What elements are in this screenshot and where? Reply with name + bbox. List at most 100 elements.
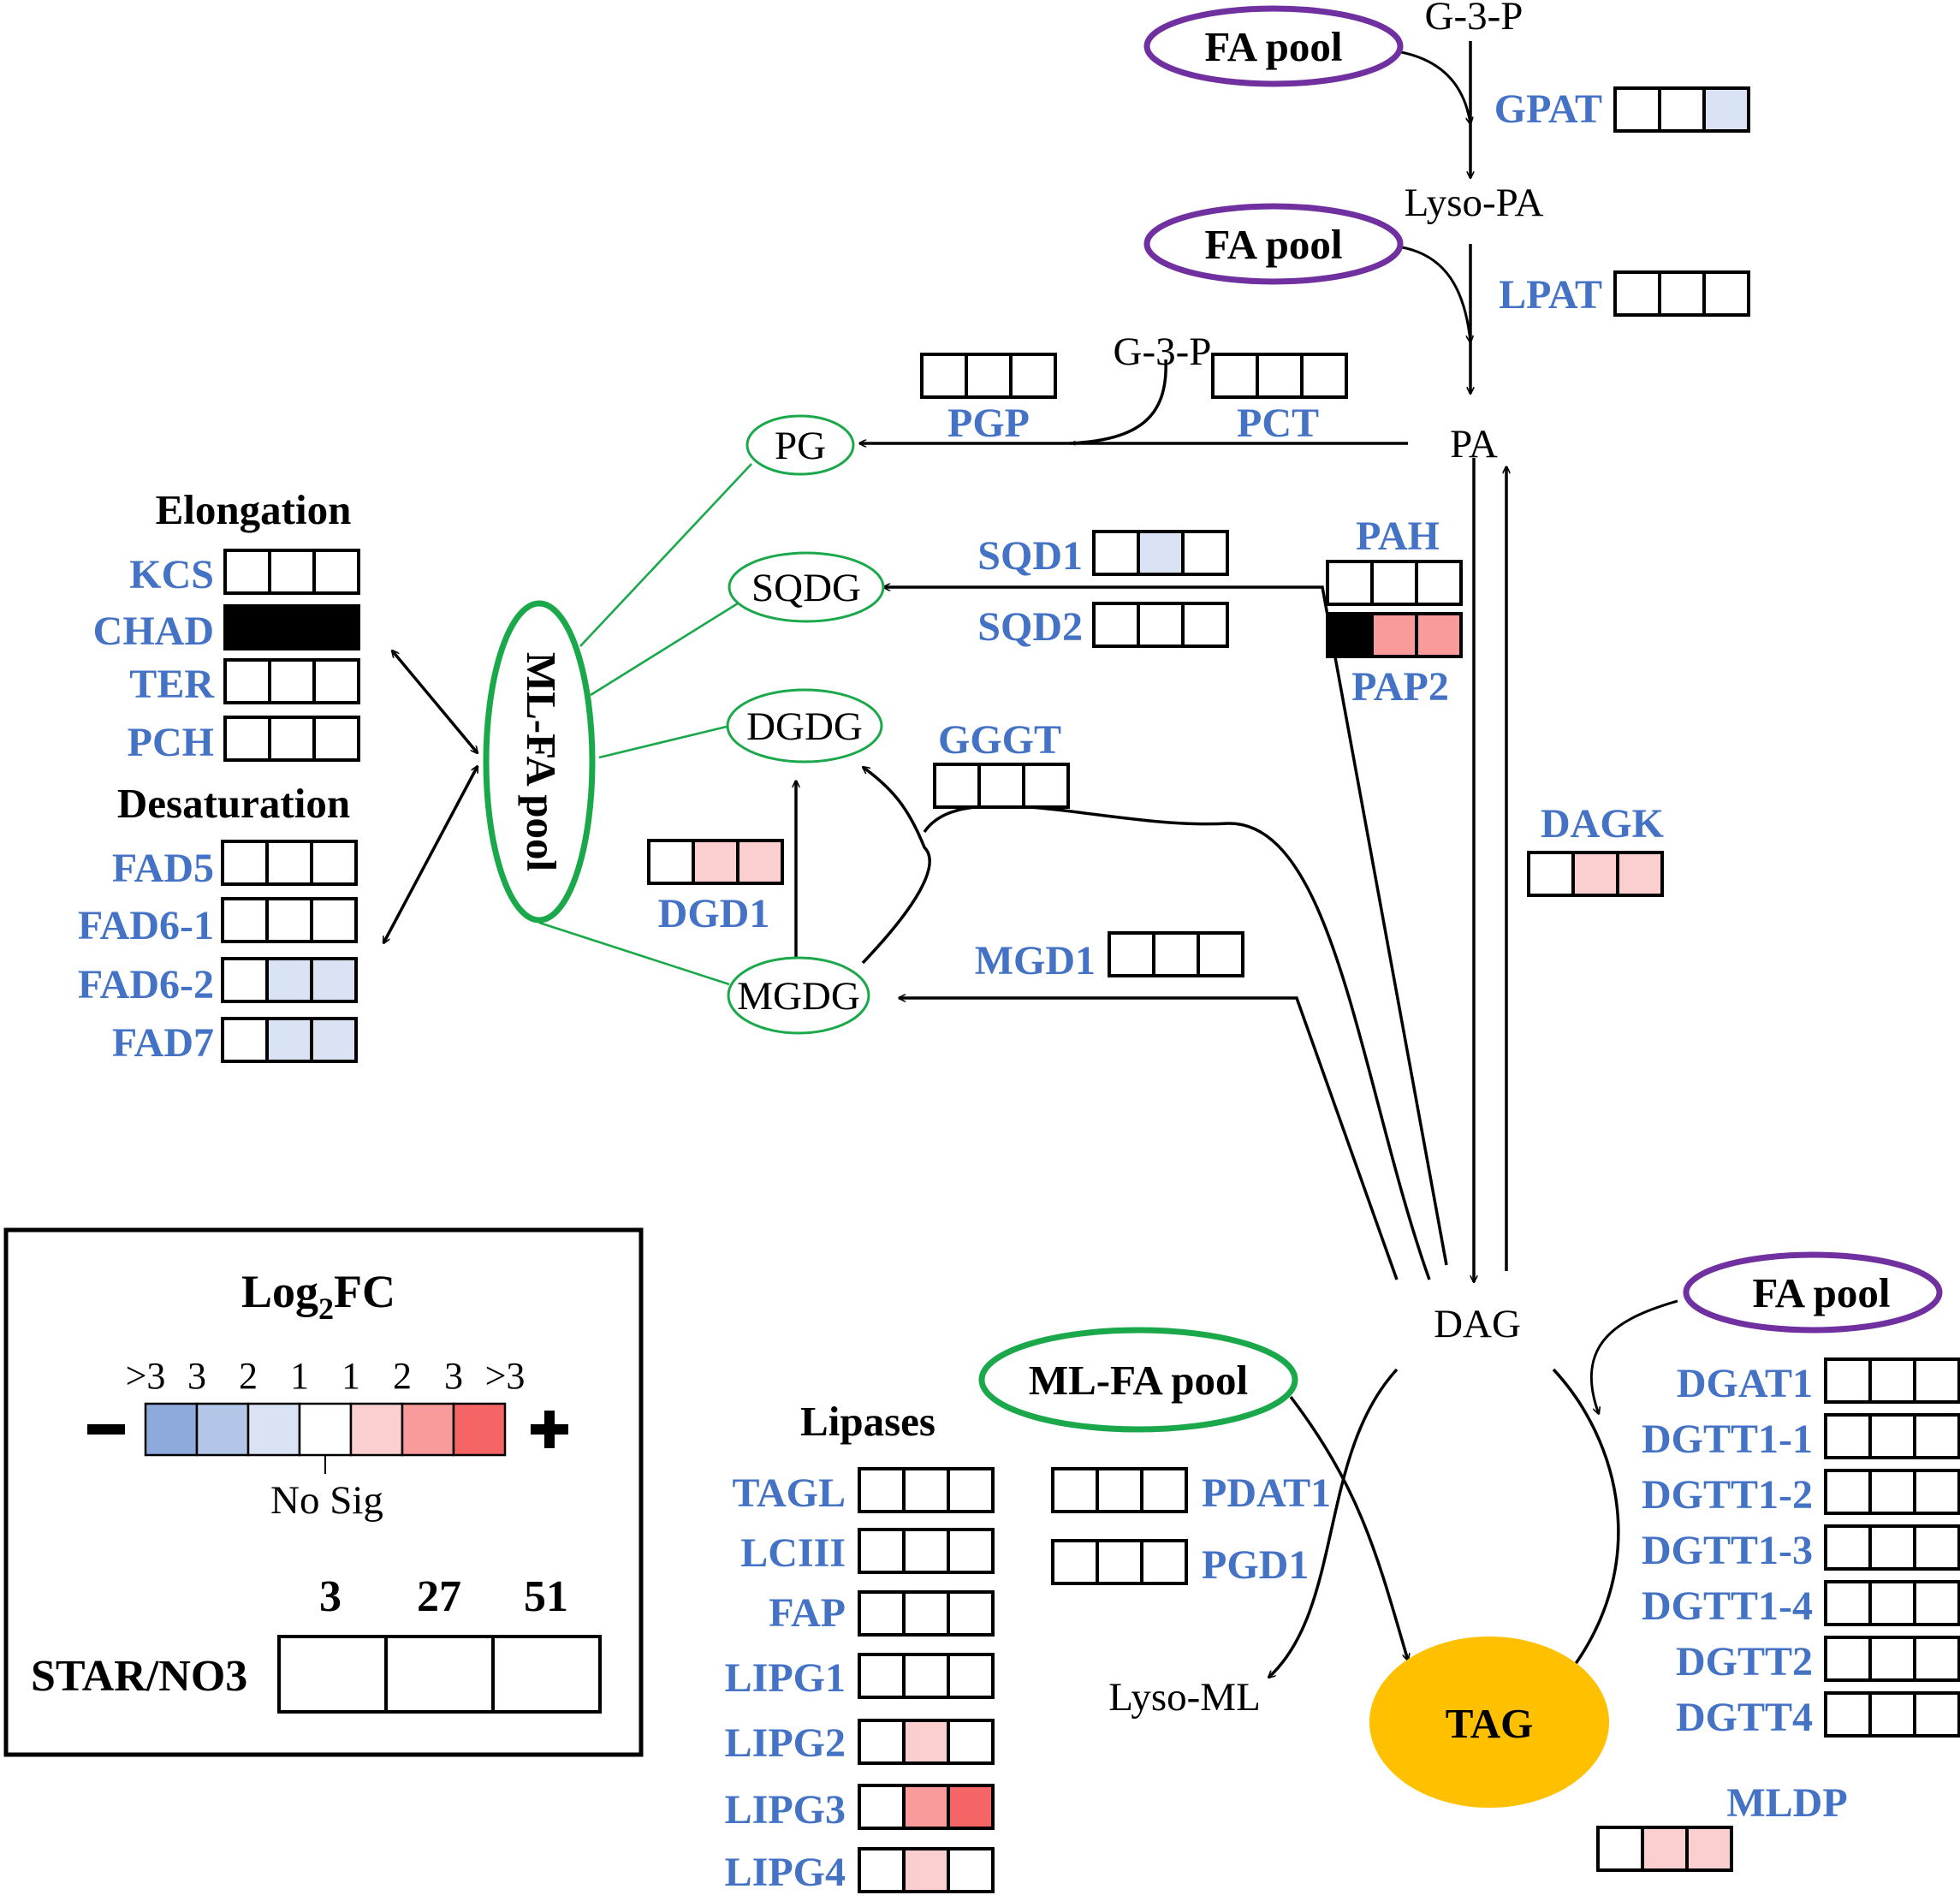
dgdg-label: DGDG <box>746 704 863 749</box>
legend-scale-bar <box>144 1402 507 1457</box>
gene-label-pdat1: PDAT1 <box>1202 1470 1331 1516</box>
heatmap-cell-dgtt2-1 <box>1824 1636 1872 1682</box>
gene-dgtt4: DGTT4 <box>1676 1691 1960 1740</box>
heatmap-cell-fad6-1-1 <box>221 897 269 943</box>
heatmap-cell-dgtt1-1-2 <box>1868 1413 1916 1459</box>
gene-dgat1: DGAT1 <box>1677 1357 1960 1406</box>
gene-pgp: PGP <box>920 353 1057 446</box>
heatmap-cell-gggt-1 <box>933 763 981 809</box>
gene-gpat: GPAT <box>1494 86 1750 133</box>
heatmap-cell-dgtt4-2 <box>1868 1691 1916 1738</box>
gene-label-pgp: PGP <box>947 401 1030 446</box>
heatmap-cell-pdat1-1 <box>1051 1467 1099 1513</box>
heatmap-cell-pct-3 <box>1300 353 1348 399</box>
heatmap-cell-pdat1-2 <box>1096 1467 1143 1513</box>
dgdg-node <box>726 688 883 763</box>
heatmap-cell-gggt-2 <box>977 763 1025 809</box>
heatmap-cell-mgd1-2 <box>1152 931 1200 977</box>
plus-icon <box>531 1411 568 1448</box>
condition-label: STAR/NO3 <box>31 1652 247 1701</box>
heatmap-cell-mgd1-3 <box>1197 931 1244 977</box>
heatmap-cell-fad7-3 <box>310 1017 358 1063</box>
gene-label-dgtt1-3: DGTT1-3 <box>1642 1528 1813 1573</box>
heatmap-cell-chad-1 <box>223 604 271 650</box>
heatmap-cell-pgd1-1 <box>1051 1539 1099 1585</box>
lyso-pa-label: Lyso-PA <box>1405 181 1544 225</box>
gene-dgtt2: DGTT2 <box>1676 1636 1960 1684</box>
gene-mldp: MLDP <box>1596 1780 1848 1872</box>
heatmap-cell-mldp-1 <box>1596 1826 1644 1872</box>
heatmap-cell-pct-1 <box>1211 353 1259 399</box>
ml-fa-pool-label-1: ML-FA pool <box>518 652 565 871</box>
heatmap-cell-dgtt1-3-2 <box>1868 1524 1916 1571</box>
gene-pdat1: PDAT1 <box>1051 1467 1331 1516</box>
legend-scale-label-8: >3 <box>485 1355 526 1397</box>
heatmap-cell-pct-2 <box>1256 353 1304 399</box>
tag-node <box>1369 1637 1609 1808</box>
gene-label-lipg1: LIPG1 <box>725 1655 846 1701</box>
heatmap-cell-pgp-1 <box>920 353 968 399</box>
no-sig-label: No Sig <box>270 1478 383 1523</box>
heatmap-cell-lipg4-1 <box>858 1847 906 1893</box>
heatmap-cell-gpat-2 <box>1658 86 1706 133</box>
gene-pah: PAH <box>1326 514 1463 606</box>
gene-pch: PCH <box>128 716 360 765</box>
gene-label-dgtt1-4: DGTT1-4 <box>1642 1583 1813 1629</box>
heatmap-cell-fad6-2-1 <box>221 957 269 1003</box>
gene-lipg3: LIPG3 <box>725 1784 995 1833</box>
heatmap-cell-pch-2 <box>268 716 316 762</box>
gggt-to-dgdg-arrow <box>923 804 1431 1280</box>
gene-label-fad5: FAD5 <box>112 846 214 891</box>
heatmap-cell-lipg2-2 <box>902 1719 950 1765</box>
heatmap-cell-tagl-3 <box>947 1467 995 1513</box>
heatmap-cell-lciii-2 <box>902 1528 950 1574</box>
gene-label-dgtt2: DGTT2 <box>1676 1639 1813 1684</box>
heatmap-cell-kcs-3 <box>312 549 360 595</box>
heatmap-cell-fad7-2 <box>265 1017 313 1063</box>
gene-label-fad6-2: FAD6-2 <box>78 962 214 1007</box>
heatmap-cell-gggt-3 <box>1022 763 1070 809</box>
gene-label-fap: FAP <box>769 1590 846 1636</box>
gene-label-fad6-1: FAD6-1 <box>78 903 214 948</box>
fa-pool-label-3: FA pool <box>1752 1269 1890 1316</box>
elongation-heading: Elongation <box>156 486 352 533</box>
pg-label: PG <box>775 424 826 468</box>
lipases-heading: Lipases <box>800 1398 935 1445</box>
gene-label-lpat: LPAT <box>1499 272 1602 318</box>
heatmap-cell-dgtt4-3 <box>1913 1691 1960 1738</box>
legend-scale-label-3: 2 <box>239 1355 258 1397</box>
pathway-arrows <box>382 41 1678 1682</box>
gene-label-lipg3: LIPG3 <box>725 1787 846 1833</box>
heatmap-cell-pah-1 <box>1326 560 1374 606</box>
gene-lciii: LCIII <box>740 1528 995 1576</box>
heatmap-cell-sqd1-2 <box>1137 530 1185 576</box>
timepoint-3: 3 <box>319 1572 342 1621</box>
legend-scale-label-1: >3 <box>126 1355 166 1397</box>
heatmap-cell-pah-2 <box>1370 560 1418 606</box>
fa-pool-node-1 <box>1143 5 1404 87</box>
legend-scale-label-5: 1 <box>342 1355 360 1397</box>
heatmap-cell-dgtt1-4-2 <box>1868 1580 1916 1626</box>
elongation-exchange-arrow <box>392 650 478 753</box>
metabolite-labels: FA pool FA pool FA pool ML-FA pool ML-FA… <box>117 0 1891 1747</box>
heatmap-cell-sqd1-3 <box>1181 530 1229 576</box>
gene-label-pah: PAH <box>1356 514 1440 559</box>
heatmap-cell-lipg1-3 <box>947 1653 995 1699</box>
gene-label-gpat: GPAT <box>1494 86 1602 132</box>
heatmap-cell-fap-3 <box>947 1590 995 1637</box>
heatmap-cell-ter-3 <box>312 658 360 704</box>
gene-label-ter: TER <box>129 662 215 707</box>
gene-fad5: FAD5 <box>112 840 358 891</box>
heatmap-cell-dgd1-3 <box>736 839 784 885</box>
legend-swatch-4 <box>298 1402 353 1457</box>
gene-mgd1: MGD1 <box>975 931 1244 983</box>
dag-label: DAG <box>1434 1302 1521 1346</box>
gene-label-pap2: PAP2 <box>1351 664 1449 710</box>
gene-gggt: GGGT <box>933 717 1070 809</box>
heatmap-cell-tagl-2 <box>902 1467 950 1513</box>
heatmap-cell-pch-3 <box>312 716 360 762</box>
gene-pap2: PAP2 <box>1326 612 1463 710</box>
legend-swatch-3 <box>246 1402 301 1457</box>
gene-label-chad: CHAD <box>93 609 214 654</box>
